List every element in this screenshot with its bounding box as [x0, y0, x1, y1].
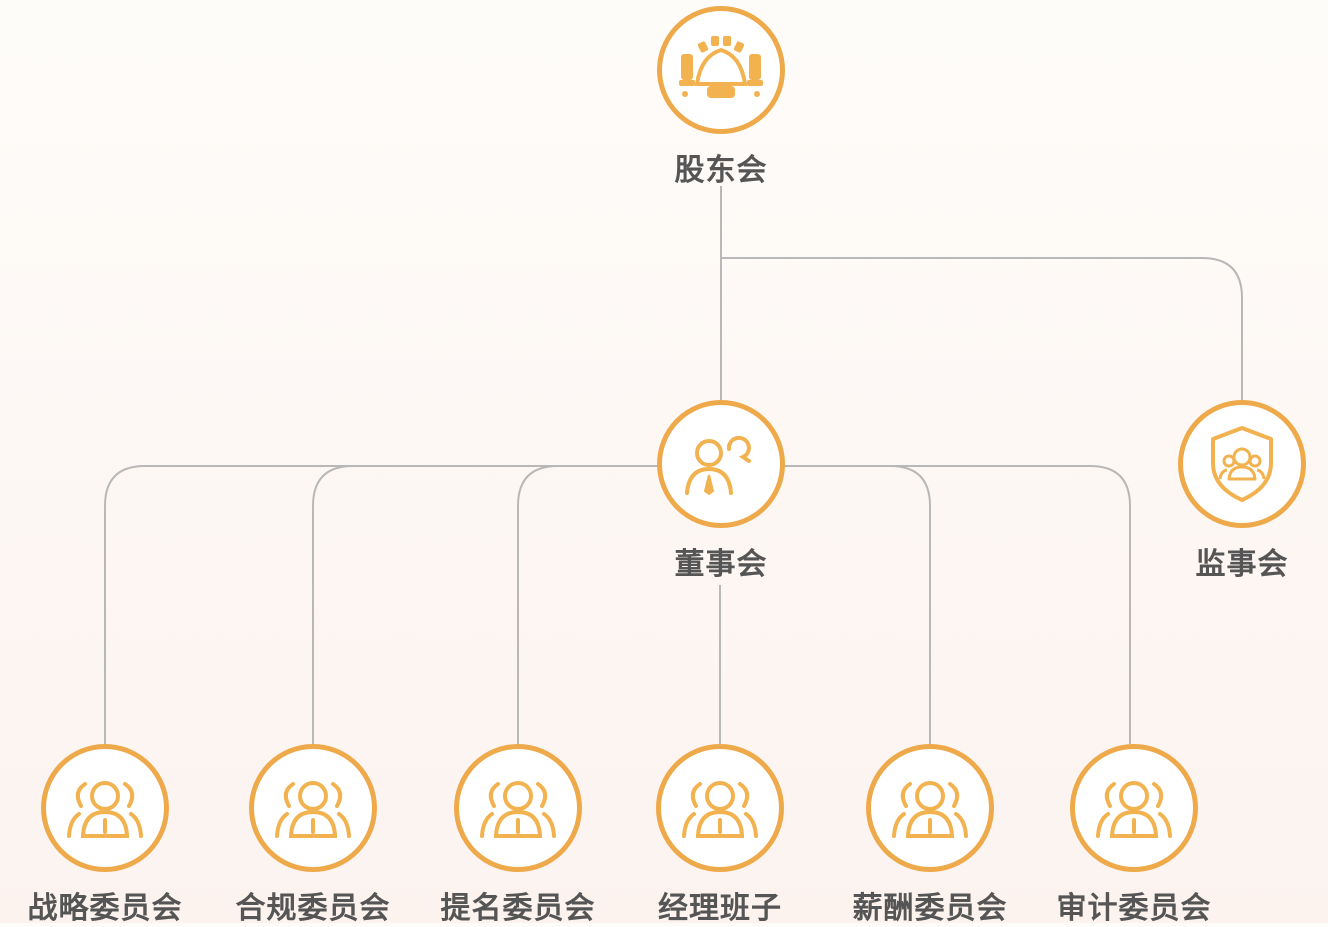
connector-board-nomination: [517, 465, 660, 744]
node-audit-label: 审计委员会: [1056, 891, 1212, 926]
connector-shareholders-supervisors: [721, 257, 1243, 400]
connector-board-strategy: [104, 465, 660, 744]
connector-board-compensation: [782, 465, 931, 744]
node-strategy-label: 战略委员会: [27, 891, 183, 926]
node-compliance-label: 合规委员会: [235, 891, 391, 926]
connector-board-audit: [782, 465, 1131, 744]
node-shareholders-label: 股东会: [674, 153, 768, 188]
node-nomination-label: 提名委员会: [440, 891, 596, 926]
group-icon: [41, 744, 169, 872]
group-icon: [454, 744, 582, 872]
connector-board-compliance: [312, 465, 660, 744]
meeting-table-icon: [657, 6, 785, 134]
node-board-label: 董事会: [674, 547, 768, 582]
group-icon: [249, 744, 377, 872]
executive-icon: [657, 400, 785, 528]
node-compensation-label: 薪酬委员会: [852, 891, 1008, 926]
group-icon: [656, 744, 784, 872]
shield-group-icon: [1178, 400, 1306, 528]
node-management-label: 经理班子: [658, 891, 782, 926]
group-icon: [866, 744, 994, 872]
group-icon: [1070, 744, 1198, 872]
node-supervisors-label: 监事会: [1195, 547, 1289, 582]
